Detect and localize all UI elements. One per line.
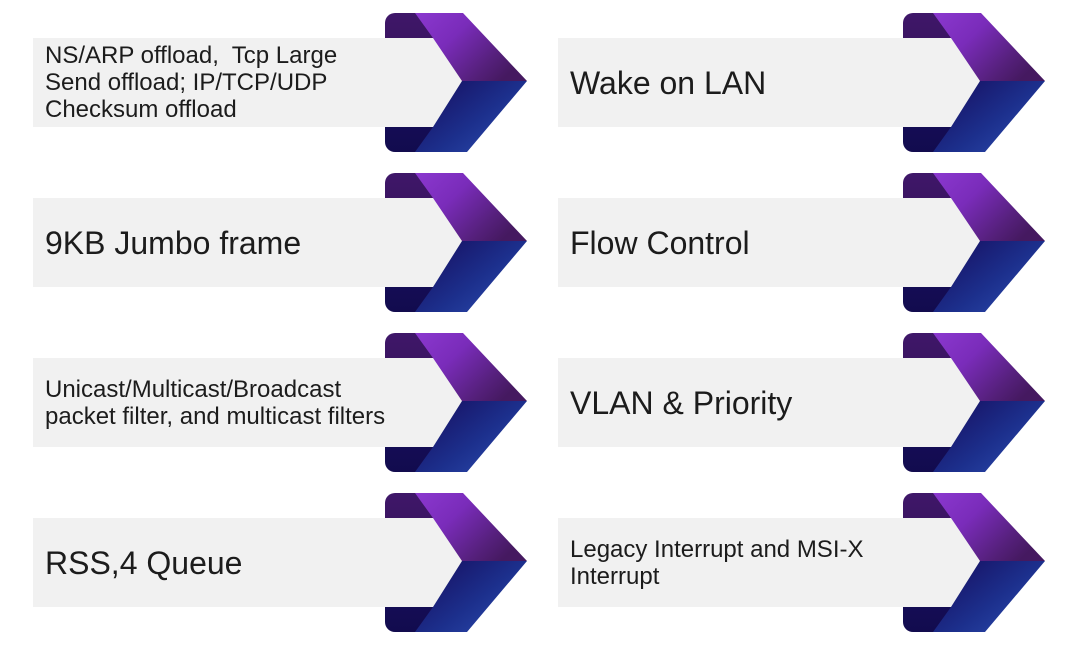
feature-label: Wake on LAN	[570, 64, 767, 101]
feature-label-bar: Wake on LAN	[558, 38, 904, 127]
feature-label: VLAN & Priority	[570, 384, 793, 421]
feature-label-bar: Unicast/Multicast/Broadcast packet filte…	[33, 358, 386, 447]
feature-label: Flow Control	[570, 224, 750, 261]
feature-label-bar: NS/ARP offload, Tcp Large Send offload; …	[33, 38, 386, 127]
feature-label: 9KB Jumbo frame	[45, 224, 302, 261]
chevron-arrow-icon	[385, 493, 527, 632]
feature-item: 9KB Jumbo frame	[0, 160, 540, 320]
chevron-arrow-icon	[385, 333, 527, 472]
feature-item: NS/ARP offload, Tcp Large Send offload; …	[0, 0, 540, 160]
feature-label: Unicast/Multicast/Broadcast packet filte…	[45, 375, 386, 430]
chevron-arrow-icon	[385, 13, 527, 152]
feature-item: Legacy Interrupt and MSI-X Interrupt	[540, 480, 1080, 640]
feature-item: RSS,4 Queue	[0, 480, 540, 640]
feature-item: VLAN & Priority	[540, 320, 1080, 480]
feature-label: NS/ARP offload, Tcp Large Send offload; …	[45, 42, 344, 123]
chevron-arrow-icon	[903, 333, 1045, 472]
feature-label-bar: Legacy Interrupt and MSI-X Interrupt	[558, 518, 904, 607]
feature-item: Unicast/Multicast/Broadcast packet filte…	[0, 320, 540, 480]
feature-label-bar: RSS,4 Queue	[33, 518, 386, 607]
chevron-arrow-icon	[903, 13, 1045, 152]
feature-label-bar: Flow Control	[558, 198, 904, 287]
feature-label-bar: VLAN & Priority	[558, 358, 904, 447]
feature-label-bar: 9KB Jumbo frame	[33, 198, 386, 287]
feature-item: Flow Control	[540, 160, 1080, 320]
chevron-arrow-icon	[903, 493, 1045, 632]
feature-label: Legacy Interrupt and MSI-X Interrupt	[570, 535, 871, 590]
feature-item: Wake on LAN	[540, 0, 1080, 160]
chevron-arrow-icon	[903, 173, 1045, 312]
chevron-arrow-icon	[385, 173, 527, 312]
feature-label: RSS,4 Queue	[45, 544, 243, 581]
